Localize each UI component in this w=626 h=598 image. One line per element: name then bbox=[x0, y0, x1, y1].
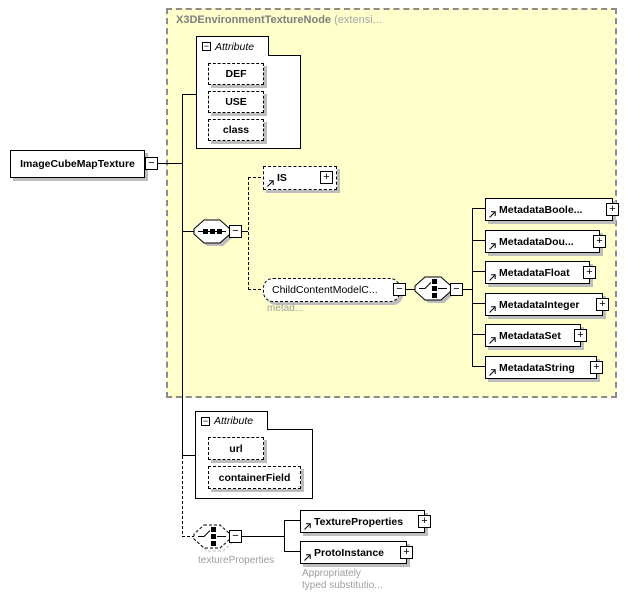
collapse-toggle-sequence[interactable]: − bbox=[229, 225, 242, 238]
attribute-url-label: url bbox=[229, 442, 243, 455]
collapse-toggle-textureproperties-choice[interactable]: − bbox=[229, 530, 242, 543]
element-metadatainteger-label: MetadataInteger bbox=[499, 298, 580, 311]
optional-choice-connector-icon bbox=[193, 524, 234, 552]
element-is-label: IS bbox=[277, 172, 287, 184]
reference-arrow-icon bbox=[489, 337, 496, 344]
expand-toggle-metadataset[interactable]: + bbox=[574, 328, 587, 342]
attribute-class[interactable]: class bbox=[208, 119, 264, 141]
attribute-group-1-label: Attribute bbox=[215, 40, 255, 53]
attribute-group-2-label: Attribute bbox=[214, 415, 254, 427]
element-imagecubemaptexture-label: ImageCubeMapTexture bbox=[20, 158, 135, 170]
expand-toggle-metadataboolean[interactable]: + bbox=[606, 202, 619, 216]
base-type-title: X3DEnvironmentTextureNode (extensi... bbox=[176, 14, 382, 26]
substitution-note-line2: typed substitutio... bbox=[302, 580, 383, 591]
reference-arrow-icon bbox=[489, 369, 496, 376]
reference-arrow-icon bbox=[304, 554, 311, 561]
element-metadataboolean[interactable]: MetadataBoole... + bbox=[485, 198, 619, 221]
attribute-containerfield[interactable]: containerField bbox=[208, 466, 301, 489]
attribute-def[interactable]: DEF bbox=[208, 63, 264, 85]
choice-connector-icon bbox=[414, 276, 454, 303]
group-childcontentmodel-annotation: metad... bbox=[267, 303, 304, 314]
reference-arrow-icon bbox=[489, 306, 496, 313]
reference-arrow-icon bbox=[489, 211, 496, 218]
attribute-group-1-tab[interactable]: − Attribute bbox=[196, 36, 269, 56]
reference-arrow-icon bbox=[489, 243, 496, 250]
group-childcontentmodel[interactable]: ChildContentModelC... − bbox=[263, 278, 406, 302]
sequence-connector-icon bbox=[193, 219, 233, 246]
element-metadatadouble-label: MetadataDou... bbox=[499, 235, 574, 248]
element-metadatafloat-label: MetadataFloat bbox=[499, 266, 570, 279]
attribute-url[interactable]: url bbox=[208, 437, 264, 460]
base-type-name: X3DEnvironmentTextureNode bbox=[176, 14, 332, 26]
element-metadatainteger[interactable]: MetadataInteger + bbox=[485, 293, 609, 316]
attribute-use[interactable]: USE bbox=[208, 91, 264, 113]
attribute-def-label: DEF bbox=[225, 68, 247, 80]
element-metadataset-label: MetadataSet bbox=[499, 329, 561, 342]
element-metadatastring-label: MetadataString bbox=[499, 361, 575, 374]
expand-toggle-metadatastring[interactable]: + bbox=[590, 360, 603, 374]
collapse-toggle-childcontentmodel[interactable]: − bbox=[393, 283, 406, 296]
attribute-class-label: class bbox=[222, 124, 250, 136]
element-imagecubemaptexture[interactable]: ImageCubeMapTexture − bbox=[10, 150, 158, 178]
element-protoinstance[interactable]: ProtoInstance + bbox=[300, 541, 413, 564]
element-metadataboolean-label: MetadataBoole... bbox=[499, 203, 583, 216]
attribute-use-label: USE bbox=[225, 96, 247, 108]
element-is[interactable]: IS + bbox=[263, 166, 337, 190]
reference-arrow-icon bbox=[304, 523, 311, 530]
element-textureproperties[interactable]: TextureProperties + bbox=[300, 510, 431, 533]
substitution-note-line1: Appropriately bbox=[302, 568, 361, 579]
attribute-group-2-tab[interactable]: − Attribute bbox=[195, 411, 268, 430]
expand-toggle-metadatainteger[interactable]: + bbox=[596, 297, 609, 311]
reference-arrow-icon bbox=[267, 180, 274, 187]
element-metadatadouble[interactable]: MetadataDou... + bbox=[485, 230, 606, 253]
attribute-containerfield-label: containerField bbox=[218, 471, 291, 484]
element-metadatafloat[interactable]: MetadataFloat + bbox=[485, 261, 596, 284]
collapse-icon[interactable]: − bbox=[202, 41, 211, 51]
element-metadatastring[interactable]: MetadataString + bbox=[485, 356, 603, 379]
expand-toggle-textureproperties[interactable]: + bbox=[418, 514, 431, 528]
expand-toggle-metadatafloat[interactable]: + bbox=[583, 265, 596, 279]
base-type-suffix: (extensi... bbox=[334, 14, 382, 26]
reference-arrow-icon bbox=[489, 274, 496, 281]
textureproperties-choice-caption: textureProperties bbox=[198, 555, 275, 566]
expand-toggle-protoinstance[interactable]: + bbox=[400, 545, 413, 559]
collapse-toggle-imagecubemaptexture[interactable]: − bbox=[145, 157, 158, 170]
collapse-icon[interactable]: − bbox=[201, 415, 210, 426]
expand-toggle-is[interactable]: + bbox=[320, 171, 333, 184]
collapse-toggle-metadata-choice[interactable]: − bbox=[450, 283, 463, 296]
group-childcontentmodel-label: ChildContentModelC... bbox=[272, 284, 378, 296]
element-protoinstance-label: ProtoInstance bbox=[314, 546, 385, 559]
expand-toggle-metadatadouble[interactable]: + bbox=[593, 234, 606, 248]
element-textureproperties-label: TextureProperties bbox=[314, 515, 404, 528]
element-metadataset[interactable]: MetadataSet + bbox=[485, 324, 587, 347]
